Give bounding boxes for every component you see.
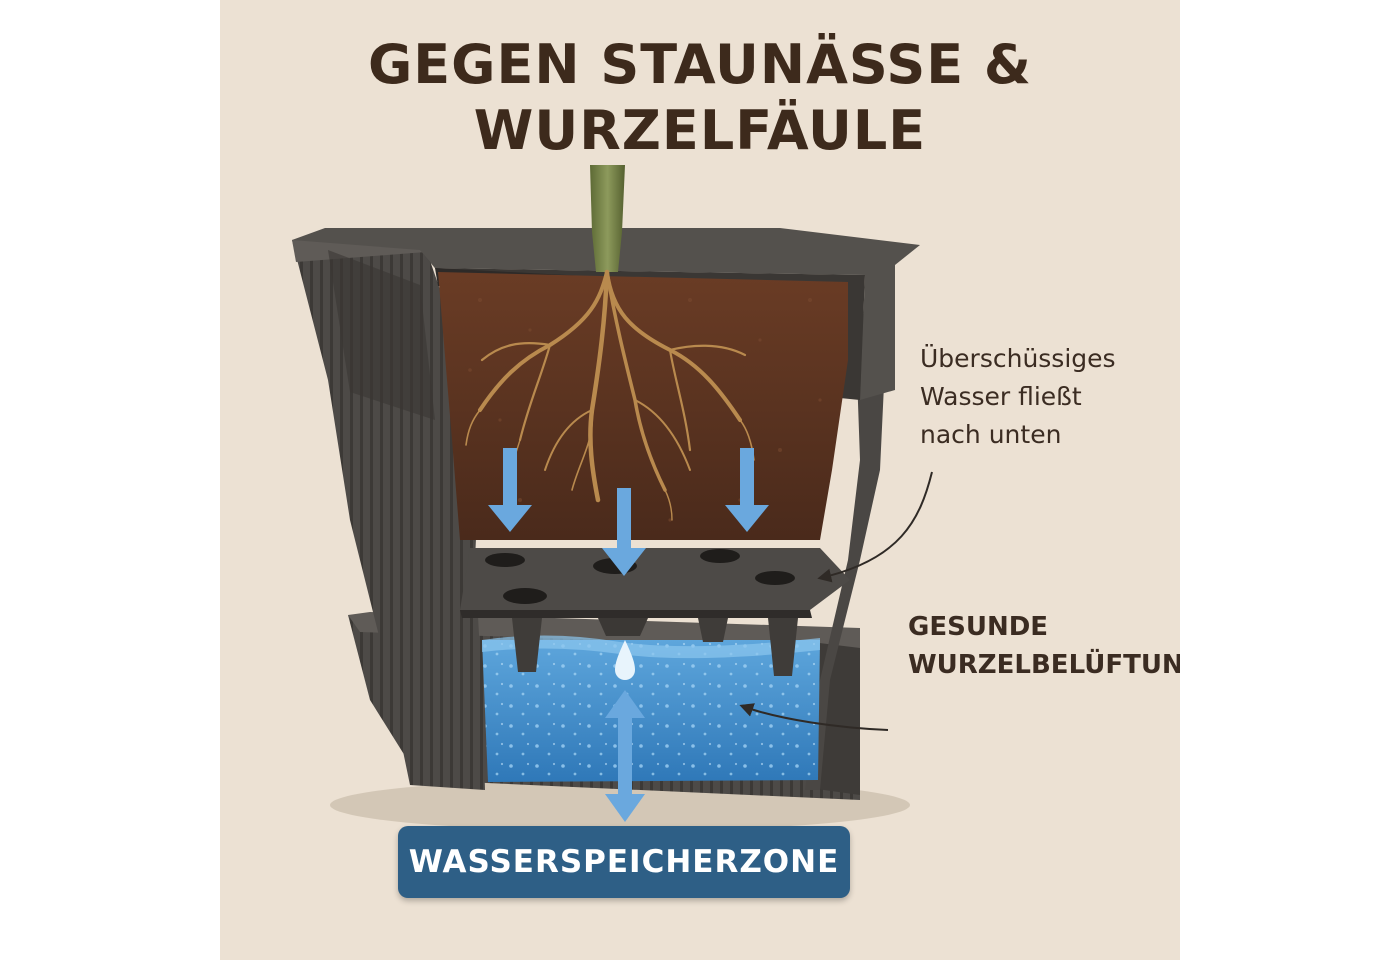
aeration-note-line-1: GESUNDE	[908, 612, 1049, 642]
title-line-2: WURZELFÄULE	[473, 99, 927, 162]
drainage-plate	[460, 548, 850, 676]
drainage-hole	[700, 549, 740, 563]
downward-water-arrows	[488, 448, 769, 576]
aeration-note-line-2: WURZELBELÜFTUNG	[908, 650, 1180, 680]
callout-arrow-aeration	[739, 703, 889, 731]
plate-leg	[512, 618, 542, 672]
infographic-panel: GEGEN STAUNÄSSE & WURZELFÄULE	[220, 0, 1180, 960]
pot-cross-section-illustration	[292, 165, 933, 831]
root-system	[465, 269, 755, 521]
water-storage-zone-label: WASSERSPEICHERZONE	[398, 826, 850, 898]
plate-leg	[598, 618, 648, 636]
down-arrow-right	[725, 448, 769, 532]
down-arrow-center	[602, 488, 646, 576]
overflow-note-line-3: nach unten	[920, 420, 1062, 449]
down-arrow-left	[488, 448, 532, 532]
callout-arrow-overflow	[817, 471, 933, 583]
vertical-double-arrow	[605, 690, 645, 822]
root-aeration-note: GESUNDE WURZELBELÜFTUNG	[908, 608, 1180, 684]
plant-stem	[590, 165, 625, 272]
drainage-hole	[503, 588, 547, 604]
overflow-note-line-1: Überschüssiges	[920, 344, 1116, 373]
plate-leg	[768, 618, 798, 676]
drainage-hole	[755, 571, 795, 585]
overflow-note-line-2: Wasser fließt	[920, 382, 1082, 411]
title-line-1: GEGEN STAUNÄSSE &	[367, 33, 1033, 96]
soil-texture	[468, 298, 822, 522]
overflow-water-note: Überschüssiges Wasser fließt nach unten	[920, 340, 1170, 454]
infographic-title: GEGEN STAUNÄSSE & WURZELFÄULE	[220, 32, 1180, 164]
water-droplet	[615, 640, 635, 680]
water-reservoir	[482, 635, 820, 782]
soil-layer	[438, 272, 848, 540]
drainage-hole	[485, 553, 525, 567]
plate-leg	[698, 618, 728, 642]
